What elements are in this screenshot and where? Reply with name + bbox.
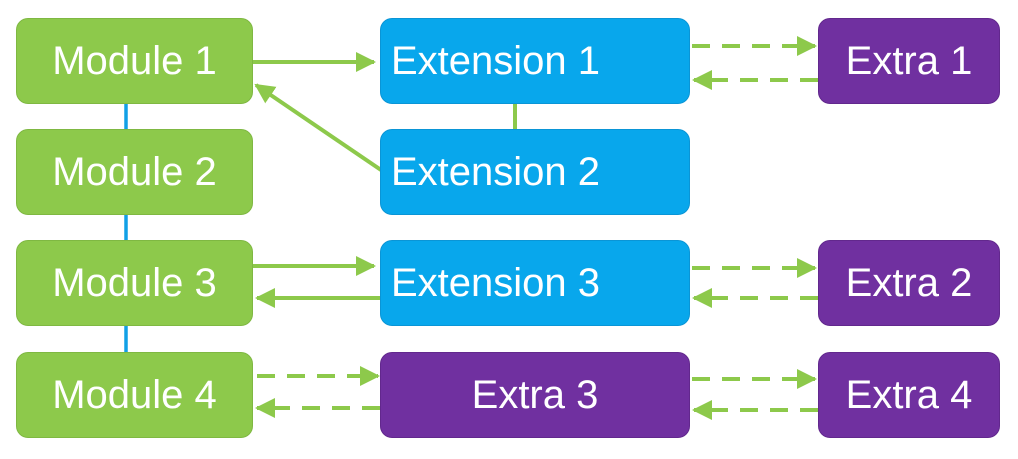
module-1-label: Module 1 — [52, 39, 217, 83]
extra-3-node: Extra 3 — [380, 352, 690, 438]
extension-2-label: Extension 2 — [391, 150, 601, 194]
extension-1-label: Extension 1 — [391, 39, 601, 83]
module-2-label: Module 2 — [52, 150, 217, 194]
extra-2-label: Extra 2 — [845, 261, 973, 305]
extension-1-node: Extension 1 — [380, 18, 690, 104]
extra-4-node: Extra 4 — [818, 352, 1000, 438]
module-3-node: Module 3 — [16, 240, 253, 326]
extra-1-label: Extra 1 — [845, 39, 973, 83]
arrow-extension-2-to-module-1 — [254, 83, 383, 172]
extension-2-node: Extension 2 — [380, 129, 690, 215]
module-2-node: Module 2 — [16, 129, 253, 215]
extension-3-node: Extension 3 — [380, 240, 690, 326]
module-1-node: Module 1 — [16, 18, 253, 104]
module-4-label: Module 4 — [52, 373, 217, 417]
extension-3-label: Extension 3 — [391, 261, 601, 305]
extra-4-label: Extra 4 — [845, 373, 973, 417]
extra-2-node: Extra 2 — [818, 240, 1000, 326]
extra-1-node: Extra 1 — [818, 18, 1000, 104]
module-4-node: Module 4 — [16, 352, 253, 438]
module-3-label: Module 3 — [52, 261, 217, 305]
extra-3-label: Extra 3 — [471, 373, 599, 417]
